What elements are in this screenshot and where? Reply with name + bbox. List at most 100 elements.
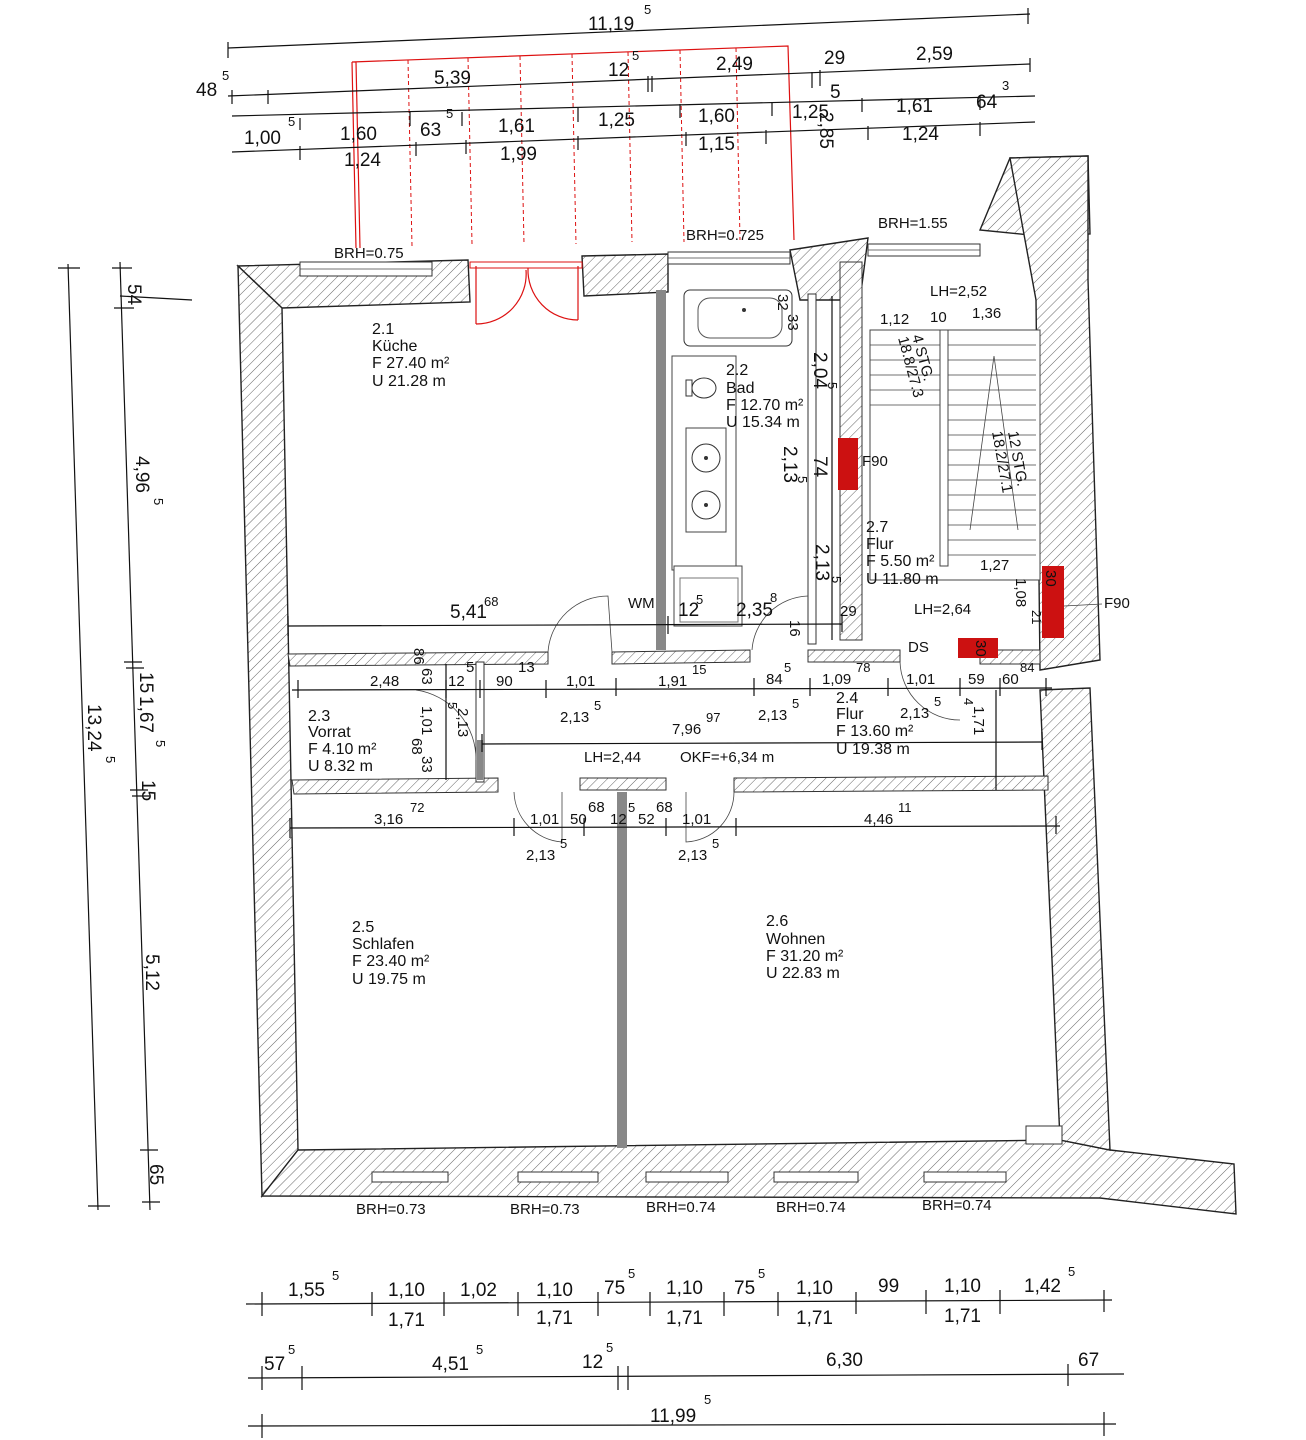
dim-corr-84-sup: 5 xyxy=(784,660,791,675)
dim-low-12: 12 xyxy=(610,811,627,828)
dim-bad-33: 33 xyxy=(784,314,801,331)
dim-vorrat-68: 68 xyxy=(408,738,425,755)
dim-bad-h2-sup: 5 xyxy=(795,476,810,483)
dim-stair-30b: 30 xyxy=(972,640,989,657)
room-name: Vorrat xyxy=(308,724,351,741)
wm-label: WM xyxy=(628,595,655,612)
room-vorrat: 2.3 Vorrat F 4.10 m² U 8.32 m xyxy=(308,708,377,775)
dim-left-496-sup: 5 xyxy=(151,498,166,505)
dim-corr2-d-sup: 4 xyxy=(961,698,976,705)
bot2-1: 1,71 xyxy=(536,1308,573,1329)
dim-low-316-sup: 72 xyxy=(410,800,424,815)
dim-vorrat-33: 33 xyxy=(418,756,435,773)
room-flur-27: 2.7 Flur F 5.50 m² U 11.80 m xyxy=(866,519,939,588)
left-dimension-lines xyxy=(58,261,193,1211)
door-swings xyxy=(415,595,961,843)
room-number: 2.2 xyxy=(726,362,748,379)
room-name: Bad xyxy=(726,380,754,397)
dim-vorrat-101: 1,01 xyxy=(418,706,435,735)
bot3-630: 6,30 xyxy=(826,1350,863,1371)
dim-top-199: 1,99 xyxy=(500,144,537,165)
bot1-3: 1,10 xyxy=(536,1280,573,1301)
dim-corr2-c-sup: 5 xyxy=(934,694,941,709)
room-name: Flur xyxy=(836,706,864,723)
dim-vorrat-63: 63 xyxy=(418,668,435,685)
room-name: Flur xyxy=(866,536,894,553)
dim-vorrat-213: 2,13 xyxy=(454,708,471,737)
bot2-3: 1,71 xyxy=(796,1308,833,1329)
room-perimeter: U 21.28 m xyxy=(372,373,446,390)
dim-corr-86: 86 xyxy=(410,648,427,665)
dim-bad-h2: 2,13 xyxy=(779,446,800,483)
dim-low2-a-sup: 5 xyxy=(560,836,567,851)
bot1-0: 1,55 xyxy=(288,1280,325,1301)
room-wohnen: 2.6 Wohnen F 31.20 m² U 22.83 m xyxy=(766,913,844,982)
brh-bottom-4: BRH=0.74 xyxy=(776,1199,846,1216)
dim-bad-h3-sup: 5 xyxy=(829,576,844,583)
bot1-8: 99 xyxy=(878,1276,899,1297)
dim-top-100-sup: 5 xyxy=(288,114,295,129)
dim-corr-191: 1,91 xyxy=(658,673,687,690)
dim-left-167-sup: 5 xyxy=(153,740,168,747)
brh-top-1: BRH=0.75 xyxy=(334,245,404,262)
dim-top-249: 2,49 xyxy=(716,54,753,75)
dim-left-15b: 15 xyxy=(137,780,158,801)
dim-top-64-sup: 3 xyxy=(1002,78,1009,93)
bot2-4: 1,71 xyxy=(944,1306,981,1327)
bot1-4: 75 xyxy=(604,1278,625,1299)
bot1-9: 1,10 xyxy=(944,1276,981,1297)
room-name: Wohnen xyxy=(766,931,825,948)
dim-kueche-width: 5,41 xyxy=(450,602,487,623)
dim-bottom-total: 11,99 xyxy=(650,1406,696,1427)
dim-top-overall-sup: 5 xyxy=(644,2,651,17)
dim-bottom-total-sup: 5 xyxy=(704,1392,711,1407)
bot2-2: 1,71 xyxy=(666,1308,703,1329)
room-number: 2.3 xyxy=(308,708,330,725)
room-number: 2.7 xyxy=(866,519,888,536)
dim-top-161b: 1,61 xyxy=(896,96,933,117)
inner-walls xyxy=(287,290,1049,1148)
dim-left-total: 13,24 xyxy=(83,704,104,752)
dim-corr-13: 13 xyxy=(518,659,535,676)
dim-low-12-sup: 5 xyxy=(628,800,635,815)
dim-top-overall: 11,19 xyxy=(588,14,634,35)
f90-label-a: F90 xyxy=(862,453,888,470)
dim-kueche-width-sup: 68 xyxy=(484,594,498,609)
dim-corr-109-sup: 78 xyxy=(856,660,870,675)
brh-top-3: BRH=1.55 xyxy=(878,215,948,232)
dim-low-68a: 68 xyxy=(588,799,605,816)
dim-top-160b: 1,60 xyxy=(698,106,735,127)
dim-top-124b: 1,24 xyxy=(902,124,939,145)
staircase xyxy=(869,329,1041,581)
dim-low-316: 3,16 xyxy=(374,811,403,828)
dim-top-29: 29 xyxy=(824,48,845,69)
dim-bad-12-sup: 5 xyxy=(696,592,703,607)
dim-corr-248: 2,48 xyxy=(370,673,399,690)
lh-flur-27: LH=2,64 xyxy=(914,601,971,618)
f90-label-b: F90 xyxy=(1104,595,1130,612)
bathroom-fixtures xyxy=(671,289,793,627)
room-perimeter: U 19.75 m xyxy=(352,971,426,988)
bot1-10: 1,42 xyxy=(1024,1276,1061,1297)
dim-top-285: 2,85 xyxy=(815,112,836,149)
bot3-451-sup: 5 xyxy=(476,1342,483,1357)
brh-bottom-2: BRH=0.73 xyxy=(510,1201,580,1218)
bot1-2: 1,02 xyxy=(460,1280,497,1301)
dim-corr2-a-sup: 5 xyxy=(594,698,601,713)
room-area: F 5.50 m² xyxy=(866,553,935,570)
room-area: F 31.20 m² xyxy=(766,948,844,965)
room-flur-24: 2.4 Flur F 13.60 m² U 19.38 m xyxy=(836,690,914,758)
dim-corr2-a: 2,13 xyxy=(560,709,589,726)
bot3-57-sup: 5 xyxy=(288,1342,295,1357)
dim-top-125b: 1,25 xyxy=(792,102,829,123)
room-area: F 13.60 m² xyxy=(836,723,914,740)
dim-top-12: 12 xyxy=(608,60,629,81)
room-perimeter: U 22.83 m xyxy=(766,965,840,982)
dim-left-512: 5,12 xyxy=(141,954,162,991)
dim-corr-5: 5 xyxy=(466,659,474,676)
bot3-12-sup: 5 xyxy=(606,1340,613,1355)
top-dimension-lines xyxy=(227,8,1036,160)
room-area: F 23.40 m² xyxy=(352,953,430,970)
bottom-dimension-lines xyxy=(245,1290,1125,1438)
dim-corr-total-sup: 97 xyxy=(706,710,720,725)
